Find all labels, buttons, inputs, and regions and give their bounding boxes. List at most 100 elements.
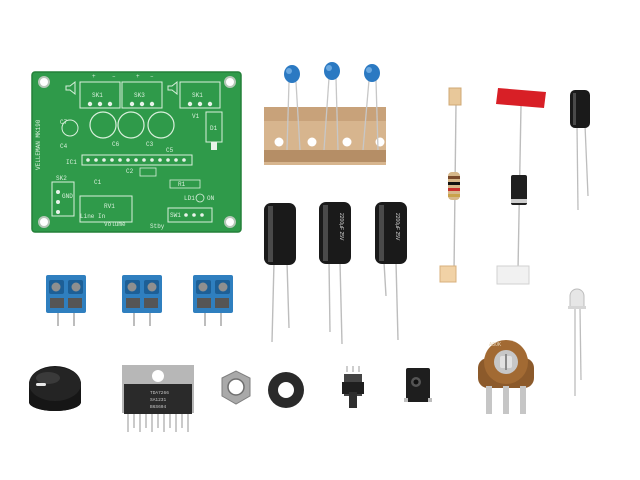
- cathode-band: [511, 199, 527, 203]
- pcb-label-c6: C6: [112, 141, 120, 148]
- pads-row: [87, 101, 213, 107]
- pcb-label-v1: V1: [192, 113, 200, 120]
- pcb-label-ic1: IC1: [66, 159, 77, 166]
- led: [568, 288, 586, 396]
- highlight: [573, 93, 576, 125]
- silk-outline: [51, 181, 75, 217]
- highlight: [323, 205, 328, 261]
- pads-sk2: [56, 190, 60, 214]
- mounting-hole: [38, 216, 50, 228]
- pcb-label-rv1: RV1: [104, 203, 115, 210]
- lead: [576, 124, 579, 211]
- tape-tag: [439, 265, 457, 283]
- pcb-label-on: ON: [207, 195, 215, 202]
- lead: [584, 124, 589, 197]
- color-band: [448, 194, 460, 197]
- cap-leads: [271, 261, 399, 345]
- amplifier-ic: TDA7266 SA1231 B6S604: [122, 365, 194, 432]
- pcb-label-sk2: SK2: [56, 175, 67, 182]
- ic-marking-line: SA1231: [150, 397, 167, 403]
- silk-outline: [139, 167, 157, 177]
- terminal-block: [193, 275, 233, 326]
- potentiometer: A50K: [478, 340, 534, 414]
- silk-outline: [169, 179, 201, 189]
- pcb-label-sw1: SW1: [170, 212, 181, 219]
- cap-outline: [147, 111, 175, 139]
- speaker-icon: [65, 80, 76, 96]
- pads-sw1: [184, 213, 204, 217]
- pcb-label-sk3: SK3: [134, 92, 145, 99]
- ic-pads: [86, 158, 186, 162]
- tape-tag: [496, 265, 530, 285]
- pcb-label-c5: C5: [166, 147, 174, 154]
- hex-nut: [221, 370, 251, 405]
- cap-outline: [89, 111, 117, 139]
- cap-label: 2200µF 25V: [338, 213, 344, 241]
- terminal-block: [46, 275, 86, 326]
- pot-pins: [486, 386, 526, 414]
- volume-knob: [29, 366, 81, 411]
- pcb-label-stby: Stby: [150, 223, 165, 230]
- cap-outline: [61, 119, 79, 137]
- cap-label: 2200µF 25V: [394, 213, 400, 241]
- resistor: [439, 87, 462, 283]
- ic-marking-line: TDA7266: [150, 390, 169, 396]
- paper-tape: [264, 150, 386, 162]
- pcb-label-c4: C4: [60, 143, 68, 150]
- mounting-hole: [224, 76, 236, 88]
- pcb-brand: VELLEMAN MK190: [35, 119, 42, 170]
- pcb-substrate: [31, 71, 242, 233]
- color-band: [448, 188, 460, 191]
- silk-outline: [121, 81, 163, 109]
- audio-jack: [404, 368, 432, 402]
- color-band: [448, 176, 460, 179]
- diode-tag-red: [496, 88, 546, 108]
- ceramic-capacitor: [284, 65, 300, 83]
- ic-pins: [127, 414, 189, 432]
- electrolytic-capacitor-small: [570, 90, 590, 211]
- pcb-board: + – + – SK1 SK3 SK1 C7 C4 C6 C3 C5 D1 V1: [31, 71, 242, 233]
- speaker-icon: [167, 80, 178, 96]
- sprocket-hole: [342, 137, 352, 147]
- sprocket-hole: [274, 137, 284, 147]
- ceramic-capacitor: [364, 64, 380, 82]
- led-outline: [195, 193, 205, 203]
- terminal-block: [122, 275, 162, 326]
- terminal-blocks: [46, 275, 233, 326]
- diode: [496, 88, 546, 285]
- highlight: [366, 67, 372, 73]
- silk-outline: [79, 195, 133, 223]
- cap-leads: [286, 77, 379, 151]
- pcb-label-plus: +: [136, 73, 140, 80]
- color-band: [448, 182, 460, 185]
- ic-outline: [81, 154, 193, 166]
- ceramic-capacitor: [324, 62, 340, 80]
- highlight: [379, 205, 384, 261]
- pcb-label-gnd: GND: [62, 193, 73, 200]
- pcb-label-minus: –: [150, 73, 154, 80]
- sprocket-hole: [375, 137, 385, 147]
- silk-outline: [79, 81, 121, 109]
- ceramic-capacitors-tape: [264, 62, 386, 165]
- silk-outline: [179, 81, 221, 109]
- pcb-label-c2: C2: [126, 168, 134, 175]
- pcb-label-d1: D1: [210, 125, 218, 132]
- electrolytic-capacitors-large: 2200µF 25V 2200µF 25V: [264, 202, 407, 345]
- pot-marking: A50K: [489, 342, 502, 348]
- pcb-label-c7: C7: [60, 119, 68, 126]
- pcb-label-sk1: SK1: [192, 92, 203, 99]
- highlight: [268, 206, 273, 262]
- paper-tape: [264, 107, 386, 121]
- pcb-label-c1: C1: [94, 179, 102, 186]
- pcb-label-ld1: LD1: [184, 195, 195, 202]
- pad: [211, 142, 217, 150]
- pcb-label-r1: R1: [178, 181, 186, 188]
- slide-switch: [342, 366, 364, 408]
- highlight: [326, 65, 332, 71]
- mounting-hole: [38, 76, 50, 88]
- sprocket-hole: [307, 137, 317, 147]
- pcb-label-plus: +: [92, 73, 96, 80]
- washer: [268, 372, 304, 408]
- pcb-label-volume: Volume: [104, 221, 126, 228]
